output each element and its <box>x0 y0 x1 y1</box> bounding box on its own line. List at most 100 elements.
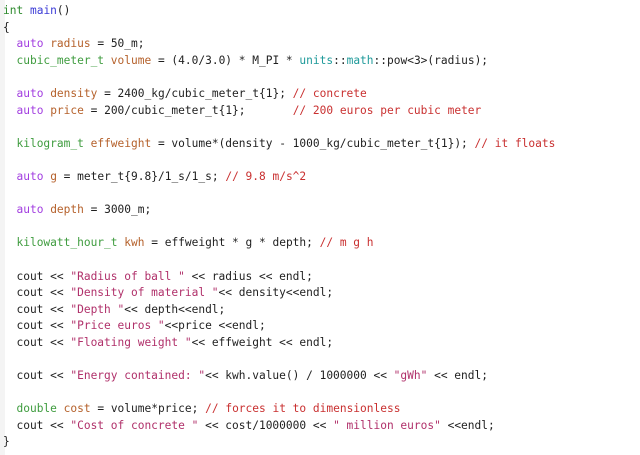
code-line: auto density = 2400_kg/cubic_meter_t{1};… <box>3 86 555 103</box>
code-token-type: kilogram_t <box>16 136 84 150</box>
code-token-plain <box>104 54 111 67</box>
code-token-fn: main <box>29 4 57 17</box>
code-line <box>3 351 555 368</box>
code-token-type: cubic_meter_t <box>16 53 105 67</box>
code-token-plain <box>3 54 16 67</box>
code-line: auto depth = 3000_m; <box>3 202 555 219</box>
code-line: cout << "Price euros "<<price <<endl; <box>3 318 555 335</box>
code-line: cout << "Floating weight "<< effweight <… <box>3 335 555 352</box>
code-token-comment: // forces it to dimensionless <box>205 402 401 416</box>
code-token-plain: cout << <box>3 369 71 383</box>
code-token-plain: <<price <<endl; <box>164 319 266 333</box>
code-token-str: "Price euros " <box>70 319 165 333</box>
code-token-plain <box>3 37 16 50</box>
code-token-comment: // concrete <box>292 86 367 100</box>
code-token-kw-auto: auto <box>16 103 44 117</box>
code-token-kw-auto: auto <box>16 37 44 51</box>
code-token-var: depth <box>50 203 84 217</box>
code-token-plain: cout << <box>3 335 71 349</box>
code-token-plain: = 2400_kg/cubic_meter_t{1}; <box>97 86 293 100</box>
code-token-plain: <<endl; <box>440 418 495 432</box>
code-token-ns: math <box>346 53 374 67</box>
code-token-var: kwh <box>124 236 145 250</box>
code-token-var: effweight <box>90 136 152 150</box>
code-token-comment: // 200 euros per cubic meter <box>292 103 482 117</box>
code-token-plain: { <box>3 20 10 34</box>
code-token-plain: << depth<<endl; <box>124 302 226 316</box>
editor-gutter-bar <box>0 0 5 455</box>
code-token-plain <box>3 203 16 216</box>
code-token-plain: ::pow<3>(radius); <box>373 53 489 67</box>
code-token-plain <box>57 402 64 415</box>
code-token-plain: << kwh.value() / 1000000 << <box>205 369 394 383</box>
code-token-str: " million euros" <box>333 418 441 432</box>
code-line <box>3 69 555 86</box>
code-token-plain: = meter_t{9.8}/1_s/1_s; <box>56 169 226 183</box>
code-token-str: "Radius of ball " <box>70 269 185 283</box>
code-line: kilowatt_hour_t kwh = effweight * g * de… <box>3 235 555 252</box>
code-token-str: "Cost of concrete " <box>70 418 199 432</box>
code-line: int main() <box>3 3 555 20</box>
code-token-str: "Energy contained: " <box>70 369 206 383</box>
code-token-plain: = volume*(density - 1000_kg/cubic_meter_… <box>151 136 475 150</box>
code-token-kw-auto: auto <box>16 86 44 100</box>
code-token-var: g <box>50 169 57 183</box>
code-line: cout << "Radius of ball " << radius << e… <box>3 269 555 286</box>
code-line: cubic_meter_t volume = (4.0/3.0) * M_PI … <box>3 53 555 70</box>
code-token-plain: = volume*price; <box>90 402 206 416</box>
code-token-str: "Density of material " <box>70 286 219 300</box>
code-token-plain: << effweight << endl; <box>191 335 334 349</box>
code-token-plain: cout << <box>3 319 71 333</box>
code-token-plain <box>3 104 16 117</box>
code-block[interactable]: int main(){ auto radius = 50_m; cubic_me… <box>3 3 555 451</box>
code-line <box>3 186 555 203</box>
code-token-plain: = 200/cubic_meter_t{1}; <box>83 103 293 117</box>
code-token-plain: :: <box>333 53 347 67</box>
code-line: cout << "Energy contained: "<< kwh.value… <box>3 368 555 385</box>
code-line <box>3 252 555 269</box>
code-line: double cost = volume*price; // forces it… <box>3 401 555 418</box>
code-line: kilogram_t effweight = volume*(density -… <box>3 136 555 153</box>
code-line: auto price = 200/cubic_meter_t{1}; // 20… <box>3 103 555 120</box>
code-token-plain: = effweight * g * depth; <box>144 236 320 250</box>
code-token-plain <box>3 402 16 415</box>
code-line: { <box>3 20 555 37</box>
code-token-var: radius <box>50 37 91 51</box>
code-token-kw-int: int <box>3 4 24 17</box>
code-token-plain: cout << <box>3 302 71 316</box>
code-token-plain: << radius << endl; <box>184 269 313 283</box>
code-token-var: price <box>50 103 84 117</box>
code-line <box>3 385 555 402</box>
code-token-plain: = 3000_m; <box>83 203 152 217</box>
code-token-plain <box>23 4 30 17</box>
code-token-plain: << cost/1000000 << <box>198 418 334 432</box>
code-token-plain: = (4.0/3.0) * M_PI * <box>151 53 300 67</box>
code-token-plain: << endl; <box>427 369 488 383</box>
code-line: cout << "Depth "<< depth<<endl; <box>3 302 555 319</box>
code-token-plain: cout << <box>3 286 71 300</box>
code-token-comment: // it floats <box>474 136 556 150</box>
code-token-str: "Floating weight " <box>70 335 192 349</box>
code-line <box>3 219 555 236</box>
code-token-comment: // m g h <box>319 236 374 250</box>
code-token-str: "gWh" <box>393 369 428 383</box>
code-line: cout << "Density of material "<< density… <box>3 285 555 302</box>
code-token-kw-auto: auto <box>16 169 44 183</box>
code-token-comment: // 9.8 m/s^2 <box>225 169 307 183</box>
code-line: cout << "Cost of concrete " << cost/1000… <box>3 418 555 435</box>
code-token-plain: << density<<endl; <box>218 286 334 300</box>
code-token-plain: cout << <box>3 269 71 283</box>
code-token-plain <box>3 170 16 183</box>
code-line: auto radius = 50_m; <box>3 36 555 53</box>
code-token-plain <box>3 236 16 249</box>
code-token-str: "Depth " <box>70 302 125 316</box>
code-token-plain <box>84 137 91 150</box>
code-token-kw-auto: auto <box>16 203 44 217</box>
code-token-plain: = 50_m; <box>90 37 145 51</box>
code-line: auto g = meter_t{9.8}/1_s/1_s; // 9.8 m/… <box>3 169 555 186</box>
code-token-var: volume <box>110 53 152 67</box>
code-token-type: double <box>16 402 57 416</box>
code-line <box>3 119 555 136</box>
code-token-ns: units <box>299 53 334 67</box>
